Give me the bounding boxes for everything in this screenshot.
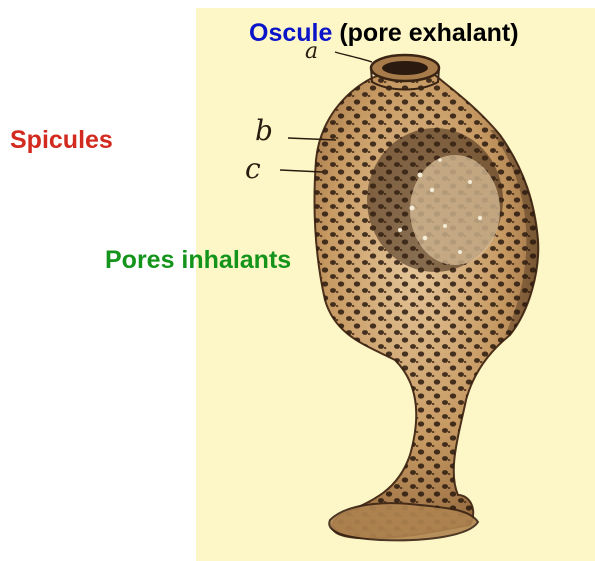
label-oscule-suffix: (pore exhalant) [332, 19, 518, 47]
label-oscule: Oscule (pore exhalant) [249, 21, 519, 46]
figure-letter-c: c [245, 152, 261, 185]
label-pores-inhalants: Pores inhalants [105, 248, 291, 273]
label-spicules: Spicules [10, 128, 113, 153]
figure-letter-b: b [255, 114, 273, 147]
label-oscule-word: Oscule [249, 19, 332, 47]
